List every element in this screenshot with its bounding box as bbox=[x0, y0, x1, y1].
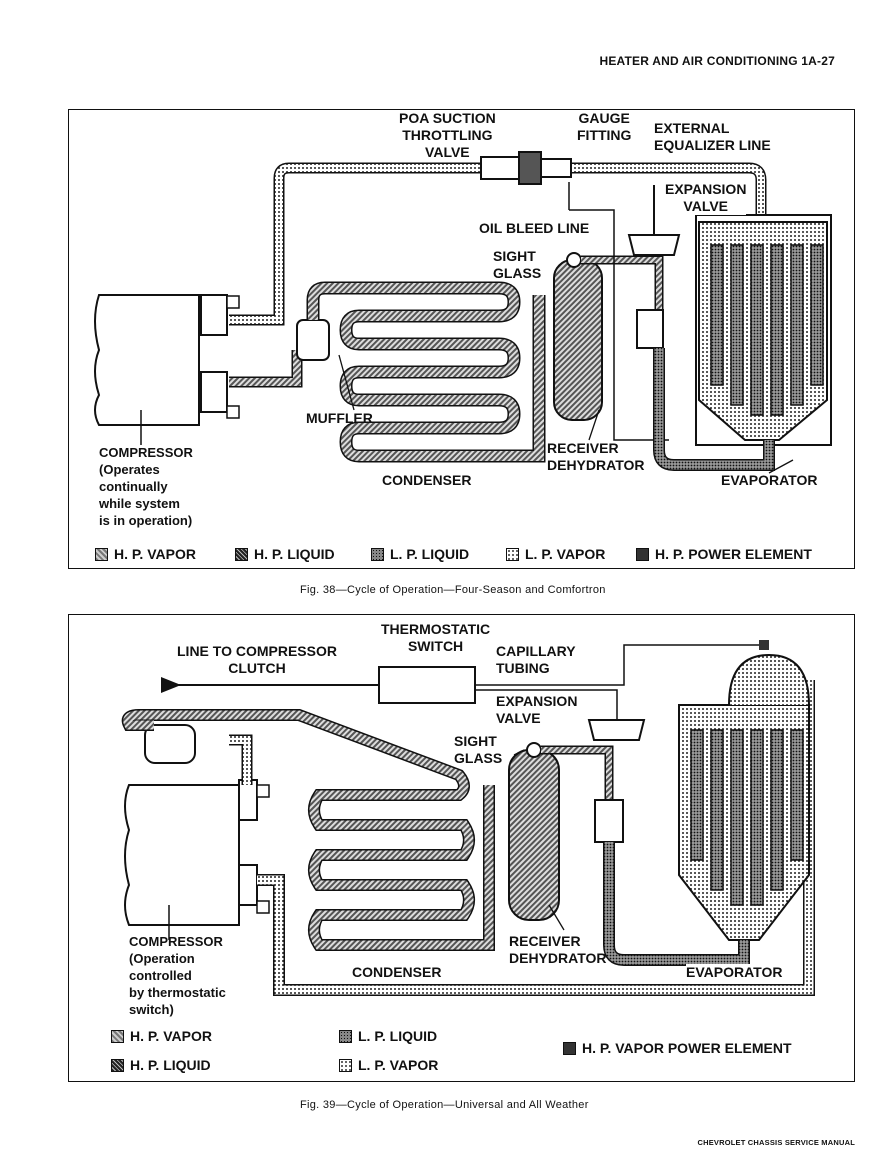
figure-38-diagram bbox=[94, 151, 832, 474]
hp-vapor-swatch bbox=[111, 1030, 124, 1043]
legend-text: H. P. VAPOR POWER ELEMENT bbox=[582, 1040, 792, 1056]
legend-text: L. P. VAPOR bbox=[358, 1057, 439, 1073]
figure-39-diagram bbox=[121, 640, 815, 996]
line-to-clutch-label: LINE TO COMPRESSOR CLUTCH bbox=[177, 643, 337, 677]
gauge-label-line1: GAUGE bbox=[578, 110, 630, 126]
receiver-label-line2: DEHYDRATOR bbox=[547, 457, 645, 473]
receiver-dehydrator-label: RECEIVER DEHYDRATOR bbox=[547, 440, 645, 474]
receiver-dehydrator-label: RECEIVER DEHYDRATOR bbox=[509, 933, 607, 967]
sight-label-line2: GLASS bbox=[493, 265, 542, 281]
sight-glass-label: SIGHT GLASS bbox=[493, 248, 541, 282]
comp-label-line4: while system bbox=[99, 496, 180, 511]
legend-hp-vapor: H. P. VAPOR bbox=[111, 1028, 212, 1045]
lp-vapor-swatch bbox=[506, 548, 519, 561]
exp-label-line1: EXPANSION bbox=[665, 181, 747, 197]
exp-label-line1: EXPANSION bbox=[496, 693, 578, 709]
legend-text: H. P. LIQUID bbox=[254, 546, 335, 562]
ext-label-line1: EXTERNAL bbox=[654, 120, 730, 136]
figure-38-frame: POA SUCTION THROTTLING VALVE GAUGE FITTI… bbox=[68, 109, 855, 569]
comp-label-line1: COMPRESSOR bbox=[129, 934, 223, 949]
legend-text: L. P. LIQUID bbox=[390, 546, 470, 562]
gauge-label-line2: FITTING bbox=[577, 127, 632, 143]
poa-valve-label: POA SUCTION THROTTLING VALVE bbox=[399, 110, 496, 161]
receiver-label-line1: RECEIVER bbox=[547, 440, 619, 456]
poa-label-line2: THROTTLING bbox=[402, 127, 493, 143]
comp-label-line4: by thermostatic bbox=[129, 985, 226, 1000]
comp-label-line2: (Operates bbox=[99, 462, 160, 477]
legend-hp-power: H. P. POWER ELEMENT bbox=[636, 546, 812, 563]
exp-label-line2: VALVE bbox=[683, 198, 729, 214]
figure-39-caption: Fig. 39—Cycle of Operation—Universal and… bbox=[300, 1099, 589, 1111]
legend-text: H. P. LIQUID bbox=[130, 1057, 211, 1073]
compressor-label: COMPRESSOR (Operates continually while s… bbox=[99, 444, 193, 529]
oil-bleed-line-label: OIL BLEED LINE bbox=[479, 220, 590, 236]
comp-label-line5: switch) bbox=[129, 1002, 174, 1017]
expansion-valve-label: EXPANSION VALVE bbox=[496, 693, 577, 727]
sight-label-line1: SIGHT bbox=[454, 733, 497, 749]
sight-label-line2: GLASS bbox=[454, 750, 503, 766]
poa-label-line3: VALVE bbox=[425, 144, 470, 160]
line-label-line2: CLUTCH bbox=[228, 660, 286, 676]
figure-39-frame: THERMOSTATIC SWITCH LINE TO COMPRESSOR C… bbox=[68, 614, 855, 1082]
lp-liquid-swatch bbox=[339, 1030, 352, 1043]
hp-power-swatch bbox=[563, 1042, 576, 1055]
gauge-fitting-label: GAUGE FITTING bbox=[577, 110, 631, 144]
legend-lp-vapor: L. P. VAPOR bbox=[506, 546, 605, 563]
comp-label-line2: (Operation bbox=[129, 951, 195, 966]
legend-text: L. P. LIQUID bbox=[358, 1028, 438, 1044]
lp-vapor-swatch bbox=[339, 1059, 352, 1072]
legend-hp-liquid: H. P. LIQUID bbox=[111, 1057, 211, 1074]
line-label-line1: LINE TO COMPRESSOR bbox=[177, 643, 337, 659]
hp-liquid-swatch bbox=[235, 548, 248, 561]
legend-hp-vapor: H. P. VAPOR bbox=[95, 546, 196, 563]
thermostatic-switch-label: THERMOSTATIC SWITCH bbox=[381, 621, 490, 655]
legend-lp-liquid: L. P. LIQUID bbox=[371, 546, 469, 563]
evaporator-label: EVAPORATOR bbox=[686, 964, 783, 981]
therm-label-line2: SWITCH bbox=[407, 638, 464, 654]
exp-label-line2: VALVE bbox=[496, 710, 541, 726]
cap-label-line1: CAPILLARY bbox=[496, 643, 576, 659]
ext-label-line2: EQUALIZER LINE bbox=[654, 137, 771, 153]
page-header: HEATER AND AIR CONDITIONING 1A-27 bbox=[599, 54, 835, 68]
expansion-valve-label: EXPANSION VALVE bbox=[665, 181, 747, 215]
page-footer: CHEVROLET CHASSIS SERVICE MANUAL bbox=[697, 1138, 855, 1147]
muffler-label: MUFFLER bbox=[306, 410, 373, 426]
comp-label-line3: controlled bbox=[129, 968, 192, 983]
comp-label-line5: is in operation) bbox=[99, 513, 193, 528]
legend-hp-liquid: H. P. LIQUID bbox=[235, 546, 335, 563]
comp-label-line1: COMPRESSOR bbox=[99, 445, 193, 460]
cap-label-line2: TUBING bbox=[496, 660, 550, 676]
external-equalizer-label: EXTERNAL EQUALIZER LINE bbox=[654, 120, 771, 154]
hp-liquid-swatch bbox=[111, 1059, 124, 1072]
hp-vapor-swatch bbox=[95, 548, 108, 561]
legend-hp-power: H. P. VAPOR POWER ELEMENT bbox=[563, 1040, 792, 1057]
capillary-tubing-label: CAPILLARY TUBING bbox=[496, 643, 576, 677]
comp-label-line3: continually bbox=[99, 479, 168, 494]
sight-glass-label: SIGHT GLASS bbox=[454, 733, 502, 767]
condenser-label: CONDENSER bbox=[352, 964, 442, 981]
evaporator-label: EVAPORATOR bbox=[721, 472, 818, 488]
legend-lp-liquid: L. P. LIQUID bbox=[339, 1028, 437, 1045]
legend-text: H. P. POWER ELEMENT bbox=[655, 546, 812, 562]
receiver-label-line2: DEHYDRATOR bbox=[509, 950, 607, 966]
compressor-label: COMPRESSOR (Operation controlled by ther… bbox=[129, 933, 226, 1018]
condenser-label: CONDENSER bbox=[382, 472, 472, 488]
hp-power-swatch bbox=[636, 548, 649, 561]
sight-label-line1: SIGHT bbox=[493, 248, 536, 264]
therm-label-line1: THERMOSTATIC bbox=[381, 621, 491, 637]
legend-text: L. P. VAPOR bbox=[525, 546, 606, 562]
receiver-label-line1: RECEIVER bbox=[509, 933, 581, 949]
poa-label-line1: POA SUCTION bbox=[399, 110, 496, 126]
legend-text: H. P. VAPOR bbox=[130, 1028, 212, 1044]
lp-liquid-swatch bbox=[371, 548, 384, 561]
figure-38-caption: Fig. 38—Cycle of Operation—Four-Season a… bbox=[300, 584, 606, 596]
legend-text: H. P. VAPOR bbox=[114, 546, 196, 562]
legend-lp-vapor: L. P. VAPOR bbox=[339, 1057, 438, 1074]
